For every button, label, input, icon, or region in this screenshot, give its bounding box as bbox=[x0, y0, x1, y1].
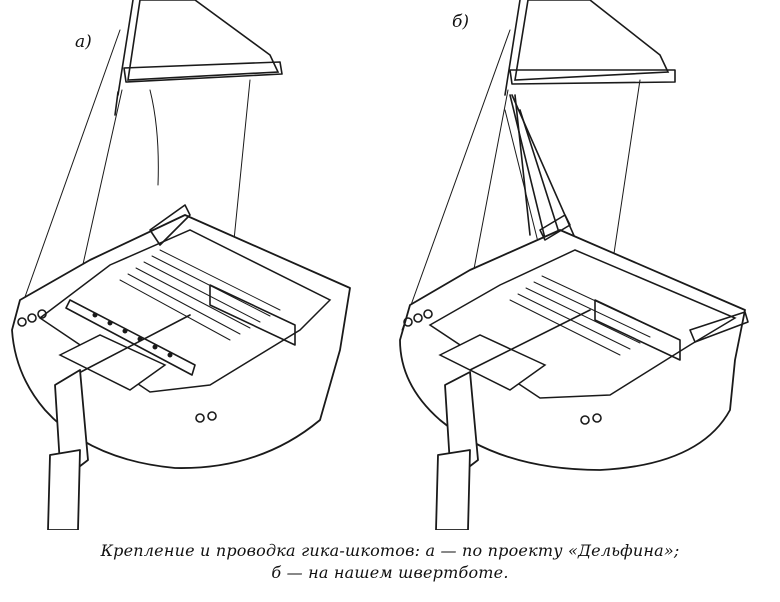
mainsheet-b bbox=[609, 79, 641, 281]
centreboard-case-a bbox=[209, 284, 296, 346]
figure-caption: Крепление и проводка гика-шкотов: а — по… bbox=[0, 540, 780, 584]
tiller-b bbox=[469, 309, 591, 371]
boat-a bbox=[11, 0, 351, 530]
rudder-head-a bbox=[54, 369, 89, 471]
traveller-holes-a bbox=[92, 312, 173, 358]
side-deck-b bbox=[689, 311, 749, 343]
forestay-b bbox=[401, 29, 511, 331]
coaming-b bbox=[539, 214, 571, 241]
boom-b bbox=[509, 69, 676, 85]
cleats-a bbox=[17, 309, 217, 423]
panel-a-label: а) bbox=[75, 32, 92, 52]
rudder-blade-a bbox=[47, 449, 81, 530]
sheet-tail-a bbox=[149, 89, 159, 186]
boat-b bbox=[399, 0, 749, 530]
centreboard-case-b bbox=[594, 299, 681, 361]
rudder-head-b bbox=[444, 371, 479, 471]
shroud-b bbox=[469, 89, 509, 291]
sail-a bbox=[127, 0, 280, 81]
seat-b bbox=[438, 334, 547, 391]
mast-b bbox=[504, 0, 521, 96]
boom-a bbox=[123, 61, 283, 83]
cleats-b bbox=[403, 309, 602, 425]
forestay-a bbox=[14, 29, 121, 326]
mast-a bbox=[117, 0, 134, 96]
rudder-blade-b bbox=[435, 449, 471, 530]
panel-b-label: б) bbox=[452, 12, 470, 32]
boat-illustration: а) б) bbox=[11, 0, 749, 530]
caption-line-2: б — на нашем швертботе. bbox=[271, 563, 509, 582]
traveller-a bbox=[65, 299, 196, 376]
tiller-a bbox=[74, 314, 191, 376]
sail-b bbox=[514, 0, 670, 81]
seat-a bbox=[58, 334, 167, 391]
block-a bbox=[114, 91, 119, 116]
caption-line-1: Крепление и проводка гика-шкотов: а — по… bbox=[100, 541, 680, 560]
coaming-a bbox=[149, 204, 191, 246]
boat-drawings bbox=[11, 0, 749, 530]
floorboards-a bbox=[119, 249, 281, 341]
